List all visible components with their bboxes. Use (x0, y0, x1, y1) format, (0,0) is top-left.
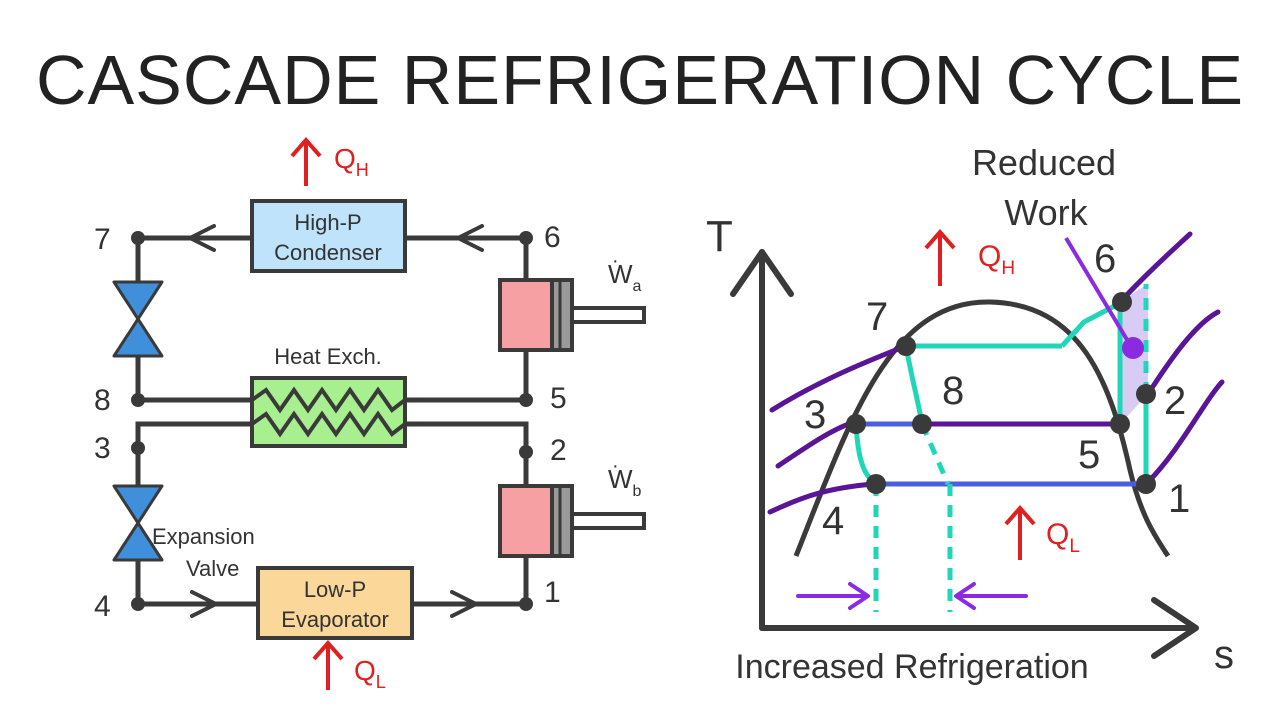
node-5-label: 5 (550, 382, 567, 415)
t-axis-arrowhead (730, 249, 794, 297)
node-6-dot (519, 231, 533, 245)
expansion-valve-label-line2: Valve (186, 556, 239, 581)
lower-expansion-valve (112, 484, 164, 562)
ql-label-schematic: QL (354, 655, 386, 692)
page-title: CASCADE REFRIGERATION CYCLE (35, 41, 1245, 119)
heat-exchanger-coil-top (250, 386, 407, 414)
pipe-3-hx (135, 421, 252, 448)
qh-arrow-ts (924, 228, 956, 286)
node-8-label: 8 (94, 384, 111, 417)
flow-arrow-top-left (188, 224, 216, 252)
node-2-label: 2 (550, 434, 567, 467)
node-5-dot (519, 393, 533, 407)
reduced-work-line1: Reduced (972, 142, 1116, 183)
refrig-arrow-right-head (954, 582, 976, 610)
ts-node-5-dot (1110, 414, 1130, 434)
ts-node-6-label: 6 (1094, 237, 1116, 281)
ts-node-4-dot (866, 474, 886, 494)
heat-exchanger-coil-bottom (250, 410, 407, 438)
ts-node-7-dot (896, 336, 916, 356)
condenser-label-line2: Condenser (274, 240, 382, 265)
ts-node-8-label: 8 (942, 369, 964, 413)
upper-expansion-valve (112, 280, 164, 358)
ts-node-8-dot (912, 414, 932, 434)
reduced-work-line2: Work (1004, 192, 1088, 233)
node-2-dot (519, 445, 533, 459)
upper-cycle-desuperheat (1060, 299, 1124, 348)
isobar-high-left (769, 343, 909, 413)
flow-arrow-top-right (456, 224, 484, 252)
compressor-a (498, 278, 646, 352)
ql-arrow-ts (1004, 504, 1036, 560)
qh-arrow-schematic (290, 136, 322, 186)
expansion-valve-label-line1: Expansion (152, 524, 255, 549)
node-7-dot (131, 231, 145, 245)
heat-exchanger-label: Heat Exch. (274, 344, 382, 369)
node-8-dot (131, 393, 145, 407)
wa-label: Wa (608, 259, 642, 295)
node-4-dot (131, 597, 145, 611)
low-p-evaporator-box (256, 566, 414, 640)
ts-node-7-label: 7 (866, 295, 888, 339)
ts-node-1-label: 1 (1168, 477, 1190, 521)
isobar-low-right (1145, 379, 1225, 485)
isobar-mid-right (1145, 309, 1221, 397)
ts-node-2-dot (1136, 384, 1156, 404)
ts-node-6-dot (1112, 292, 1132, 312)
refrig-arrow-left-head (848, 582, 870, 610)
increased-refrigeration-label: Increased Refrigeration (735, 648, 1088, 686)
isobar-low-left (767, 481, 877, 515)
high-p-condenser-box (250, 199, 407, 273)
node-3-dot (131, 441, 145, 455)
node-4-label: 4 (94, 590, 111, 623)
isobar-top-right (1119, 231, 1193, 303)
ts-node-3-dot (846, 414, 866, 434)
ts-node-3-label: 3 (804, 393, 826, 437)
node-6-label: 6 (544, 221, 561, 254)
evaporator-label-line1: Low-P (304, 577, 366, 602)
pipe-hx-2 (405, 421, 529, 486)
node-3-label: 3 (94, 432, 111, 465)
compressor-b (498, 484, 646, 558)
heat-exchanger-box (250, 376, 407, 448)
ql-arrow-schematic (312, 639, 344, 690)
qh-label-ts: QH (978, 240, 1015, 279)
ql-label-ts: QL (1046, 518, 1080, 557)
node-1-label: 1 (544, 576, 561, 609)
ts-node-2-label: 2 (1164, 379, 1186, 423)
s-axis-arrowhead (1151, 597, 1199, 659)
saturation-dome (793, 299, 1171, 558)
reduced-work-pointer (1064, 236, 1134, 350)
node-1-dot (519, 597, 533, 611)
reduced-work-marker (1122, 337, 1144, 359)
flow-arrow-bottom-right (450, 590, 478, 618)
ts-node-1-dot (1136, 474, 1156, 494)
s-axis-label: s (1214, 633, 1234, 677)
flow-arrow-bottom-left (190, 590, 218, 618)
wb-label: Wb (608, 464, 642, 500)
t-axis-label: T (706, 212, 733, 261)
ts-node-4-label: 4 (822, 499, 844, 543)
ts-node-5-label: 5 (1078, 433, 1100, 477)
qh-label-schematic: QH (334, 143, 369, 180)
node-7-label: 7 (94, 223, 111, 256)
condenser-label-line1: High-P (294, 210, 361, 235)
wb-dot: · (612, 455, 619, 477)
upper-cycle-7-8 (903, 345, 925, 425)
upper-cycle-8-dashed (919, 423, 951, 485)
evaporator-label-line2: Evaporator (281, 607, 389, 632)
wa-dot: · (612, 250, 619, 272)
